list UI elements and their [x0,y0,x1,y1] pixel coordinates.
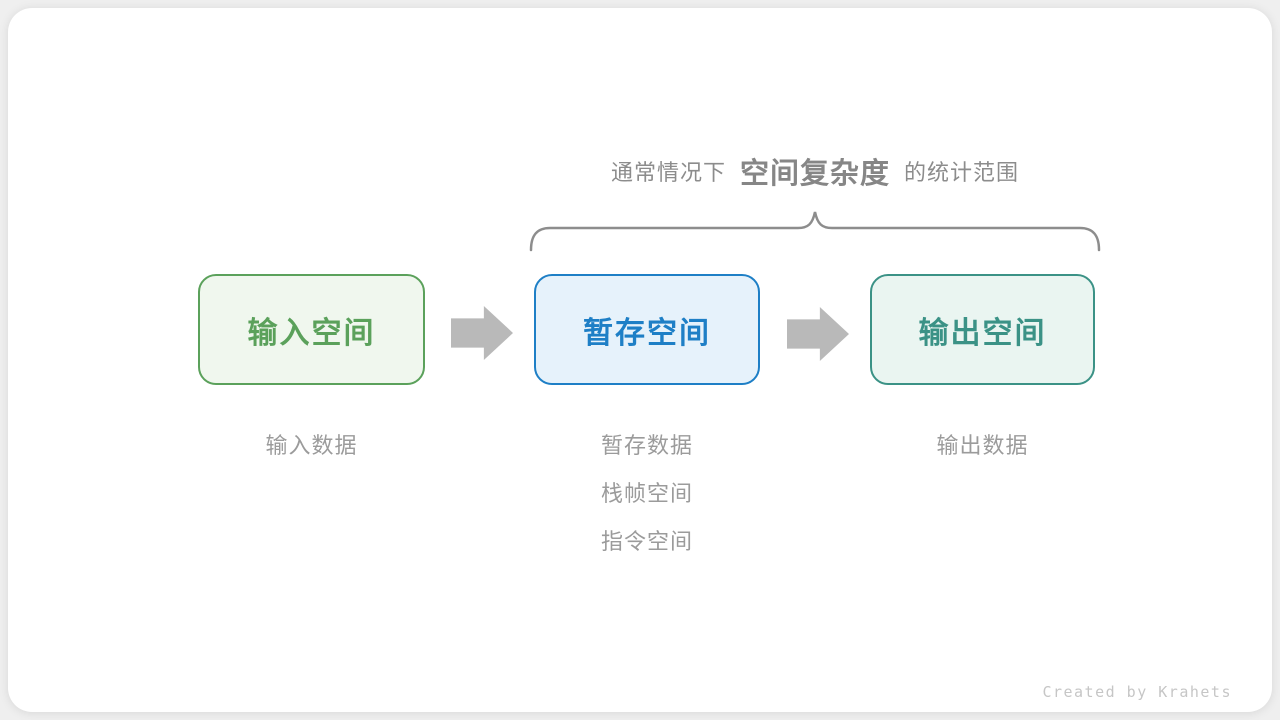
box-temp-space-label: 暂存空间 [583,316,711,350]
brace-title-suffix: 的统计范围 [904,160,1020,185]
input-space-notes: 输入数据 [198,422,425,470]
curly-brace [529,211,1101,252]
brace-title: 通常情况下 空间复杂度 的统计范围 [531,148,1099,194]
arrow-right-icon [787,307,849,361]
note-item: 指令空间 [600,529,693,554]
box-output-space-label: 输出空间 [918,316,1047,350]
brace-title-prefix: 通常情况下 [610,160,726,185]
output-space-notes: 输出数据 [870,422,1095,470]
note-item: 暂存数据 [600,433,693,458]
box-input-space: 输入空间 [198,274,425,385]
note-item: 输入数据 [265,433,358,458]
credit-text: Created by Krahets [1042,683,1232,701]
arrow-right-icon [451,306,513,360]
diagram-card: 通常情况下 空间复杂度 的统计范围 输入空间 暂存空间 输出空间 输入数据 暂存… [8,8,1272,712]
curly-brace-path [529,211,1101,252]
box-temp-space: 暂存空间 [534,274,760,385]
box-output-space: 输出空间 [870,274,1095,385]
note-item: 栈帧空间 [600,481,693,506]
brace-title-highlight: 空间复杂度 [739,158,890,190]
temp-space-notes: 暂存数据 栈帧空间 指令空间 [534,422,760,566]
note-item: 输出数据 [936,433,1029,458]
box-input-space-label: 输入空间 [247,316,376,350]
